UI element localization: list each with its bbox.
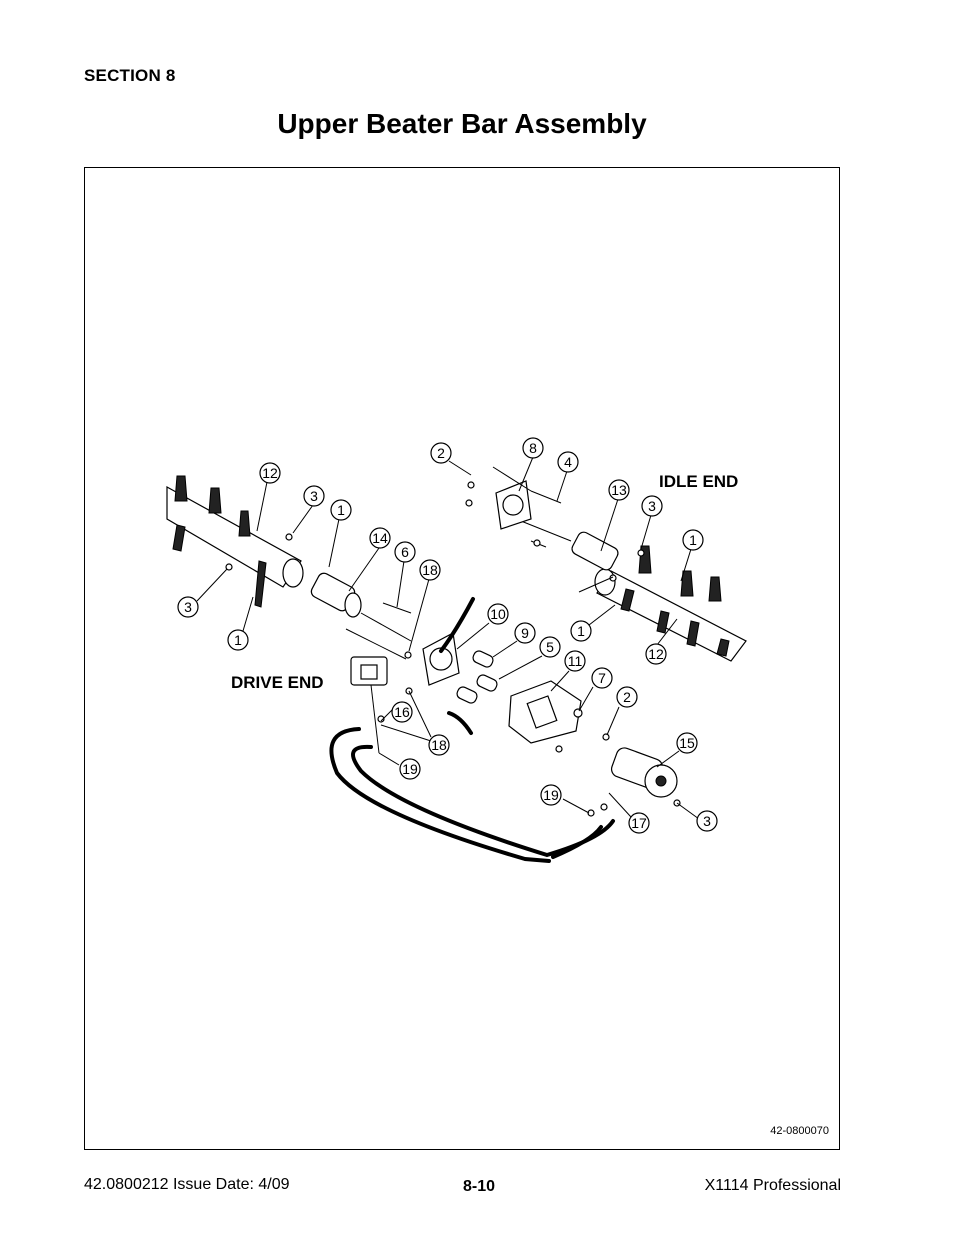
svg-text:17: 17 — [631, 815, 647, 831]
exploded-view-figure: IDLE END DRIVE END — [84, 167, 840, 1150]
svg-text:14: 14 — [372, 530, 388, 546]
callout-16: 16 — [391, 701, 413, 723]
callout-19-left: 19 — [399, 758, 421, 780]
svg-text:19: 19 — [543, 787, 559, 803]
callout-3-drive-top: 3 — [303, 485, 325, 507]
callout-2-top: 2 — [430, 442, 452, 464]
callout-leaders — [196, 456, 700, 820]
footer-doc-info: 42.0800212 Issue Date: 4/09 — [84, 1176, 290, 1193]
drive-bearing-flange — [422, 632, 460, 686]
callout-15: 15 — [676, 732, 698, 754]
callout-11: 11 — [564, 650, 586, 672]
svg-text:8: 8 — [529, 440, 537, 456]
callout-12-drive: 12 — [259, 462, 281, 484]
hydraulic-hoses — [329, 597, 615, 863]
callout-8: 8 — [522, 437, 544, 459]
svg-text:3: 3 — [310, 488, 318, 504]
drive-end-shaft — [166, 475, 304, 608]
svg-text:5: 5 — [546, 639, 554, 655]
svg-text:2: 2 — [437, 445, 445, 461]
svg-text:1: 1 — [337, 502, 345, 518]
idle-coupler — [520, 520, 619, 571]
callout-17: 17 — [628, 812, 650, 834]
svg-text:19: 19 — [402, 761, 418, 777]
svg-text:15: 15 — [679, 735, 695, 751]
idle-end-label: IDLE END — [659, 472, 738, 491]
svg-text:3: 3 — [184, 599, 192, 615]
callout-1-drive-top: 1 — [330, 499, 352, 521]
callout-1-idle-bottom: 1 — [570, 620, 592, 642]
svg-text:18: 18 — [422, 562, 438, 578]
callout-10: 10 — [487, 603, 509, 625]
callout-18-bottom: 18 — [428, 734, 450, 756]
callout-13: 13 — [608, 479, 630, 501]
drive-coupler — [310, 572, 412, 660]
svg-text:16: 16 — [394, 704, 410, 720]
callout-1-idle-top: 1 — [682, 529, 704, 551]
callout-18-top: 18 — [419, 559, 441, 581]
callout-19-right: 19 — [540, 784, 562, 806]
footer-product: X1114 Professional — [704, 1177, 841, 1194]
svg-text:4: 4 — [564, 454, 572, 470]
spacers — [456, 650, 498, 704]
callout-3-idle-top: 3 — [641, 495, 663, 517]
footer-page-number: 8-10 — [462, 1178, 496, 1195]
callout-3-motor: 3 — [696, 810, 718, 832]
svg-text:11: 11 — [568, 653, 583, 669]
page-title: Upper Beater Bar Assembly — [277, 108, 647, 139]
callout-4: 4 — [557, 451, 579, 473]
exploded-diagram: IDLE END DRIVE END — [166, 437, 747, 863]
svg-text:1: 1 — [577, 623, 585, 639]
drive-manifold — [350, 656, 388, 754]
callout-5: 5 — [539, 636, 561, 658]
idle-end-shaft — [594, 545, 747, 662]
section-label: SECTION 8 — [84, 66, 176, 85]
hydraulic-motor — [610, 747, 678, 798]
drive-end-label: DRIVE END — [231, 673, 324, 692]
svg-text:1: 1 — [234, 632, 242, 648]
svg-text:2: 2 — [623, 689, 631, 705]
idle-bearing-flange — [492, 466, 562, 530]
figure-number: 42-0800070 — [770, 1125, 829, 1137]
callout-14: 14 — [369, 527, 391, 549]
callout-12-idle: 12 — [645, 643, 667, 665]
svg-text:3: 3 — [648, 498, 656, 514]
svg-text:1: 1 — [689, 532, 697, 548]
callout-7: 7 — [591, 667, 613, 689]
svg-text:6: 6 — [401, 544, 409, 560]
svg-text:7: 7 — [598, 670, 606, 686]
svg-text:10: 10 — [490, 606, 506, 622]
svg-text:9: 9 — [521, 625, 529, 641]
svg-text:13: 13 — [611, 482, 627, 498]
svg-text:12: 12 — [648, 646, 664, 662]
callout-9: 9 — [514, 622, 536, 644]
callout-3-drive-left: 3 — [177, 596, 199, 618]
svg-text:12: 12 — [262, 465, 278, 481]
motor-mount-plate — [508, 680, 582, 744]
fasteners — [225, 481, 681, 817]
svg-text:18: 18 — [431, 737, 447, 753]
svg-text:3: 3 — [703, 813, 711, 829]
callout-2-bottom: 2 — [616, 686, 638, 708]
callout-6: 6 — [394, 541, 416, 563]
callout-1-drive-left: 1 — [227, 629, 249, 651]
